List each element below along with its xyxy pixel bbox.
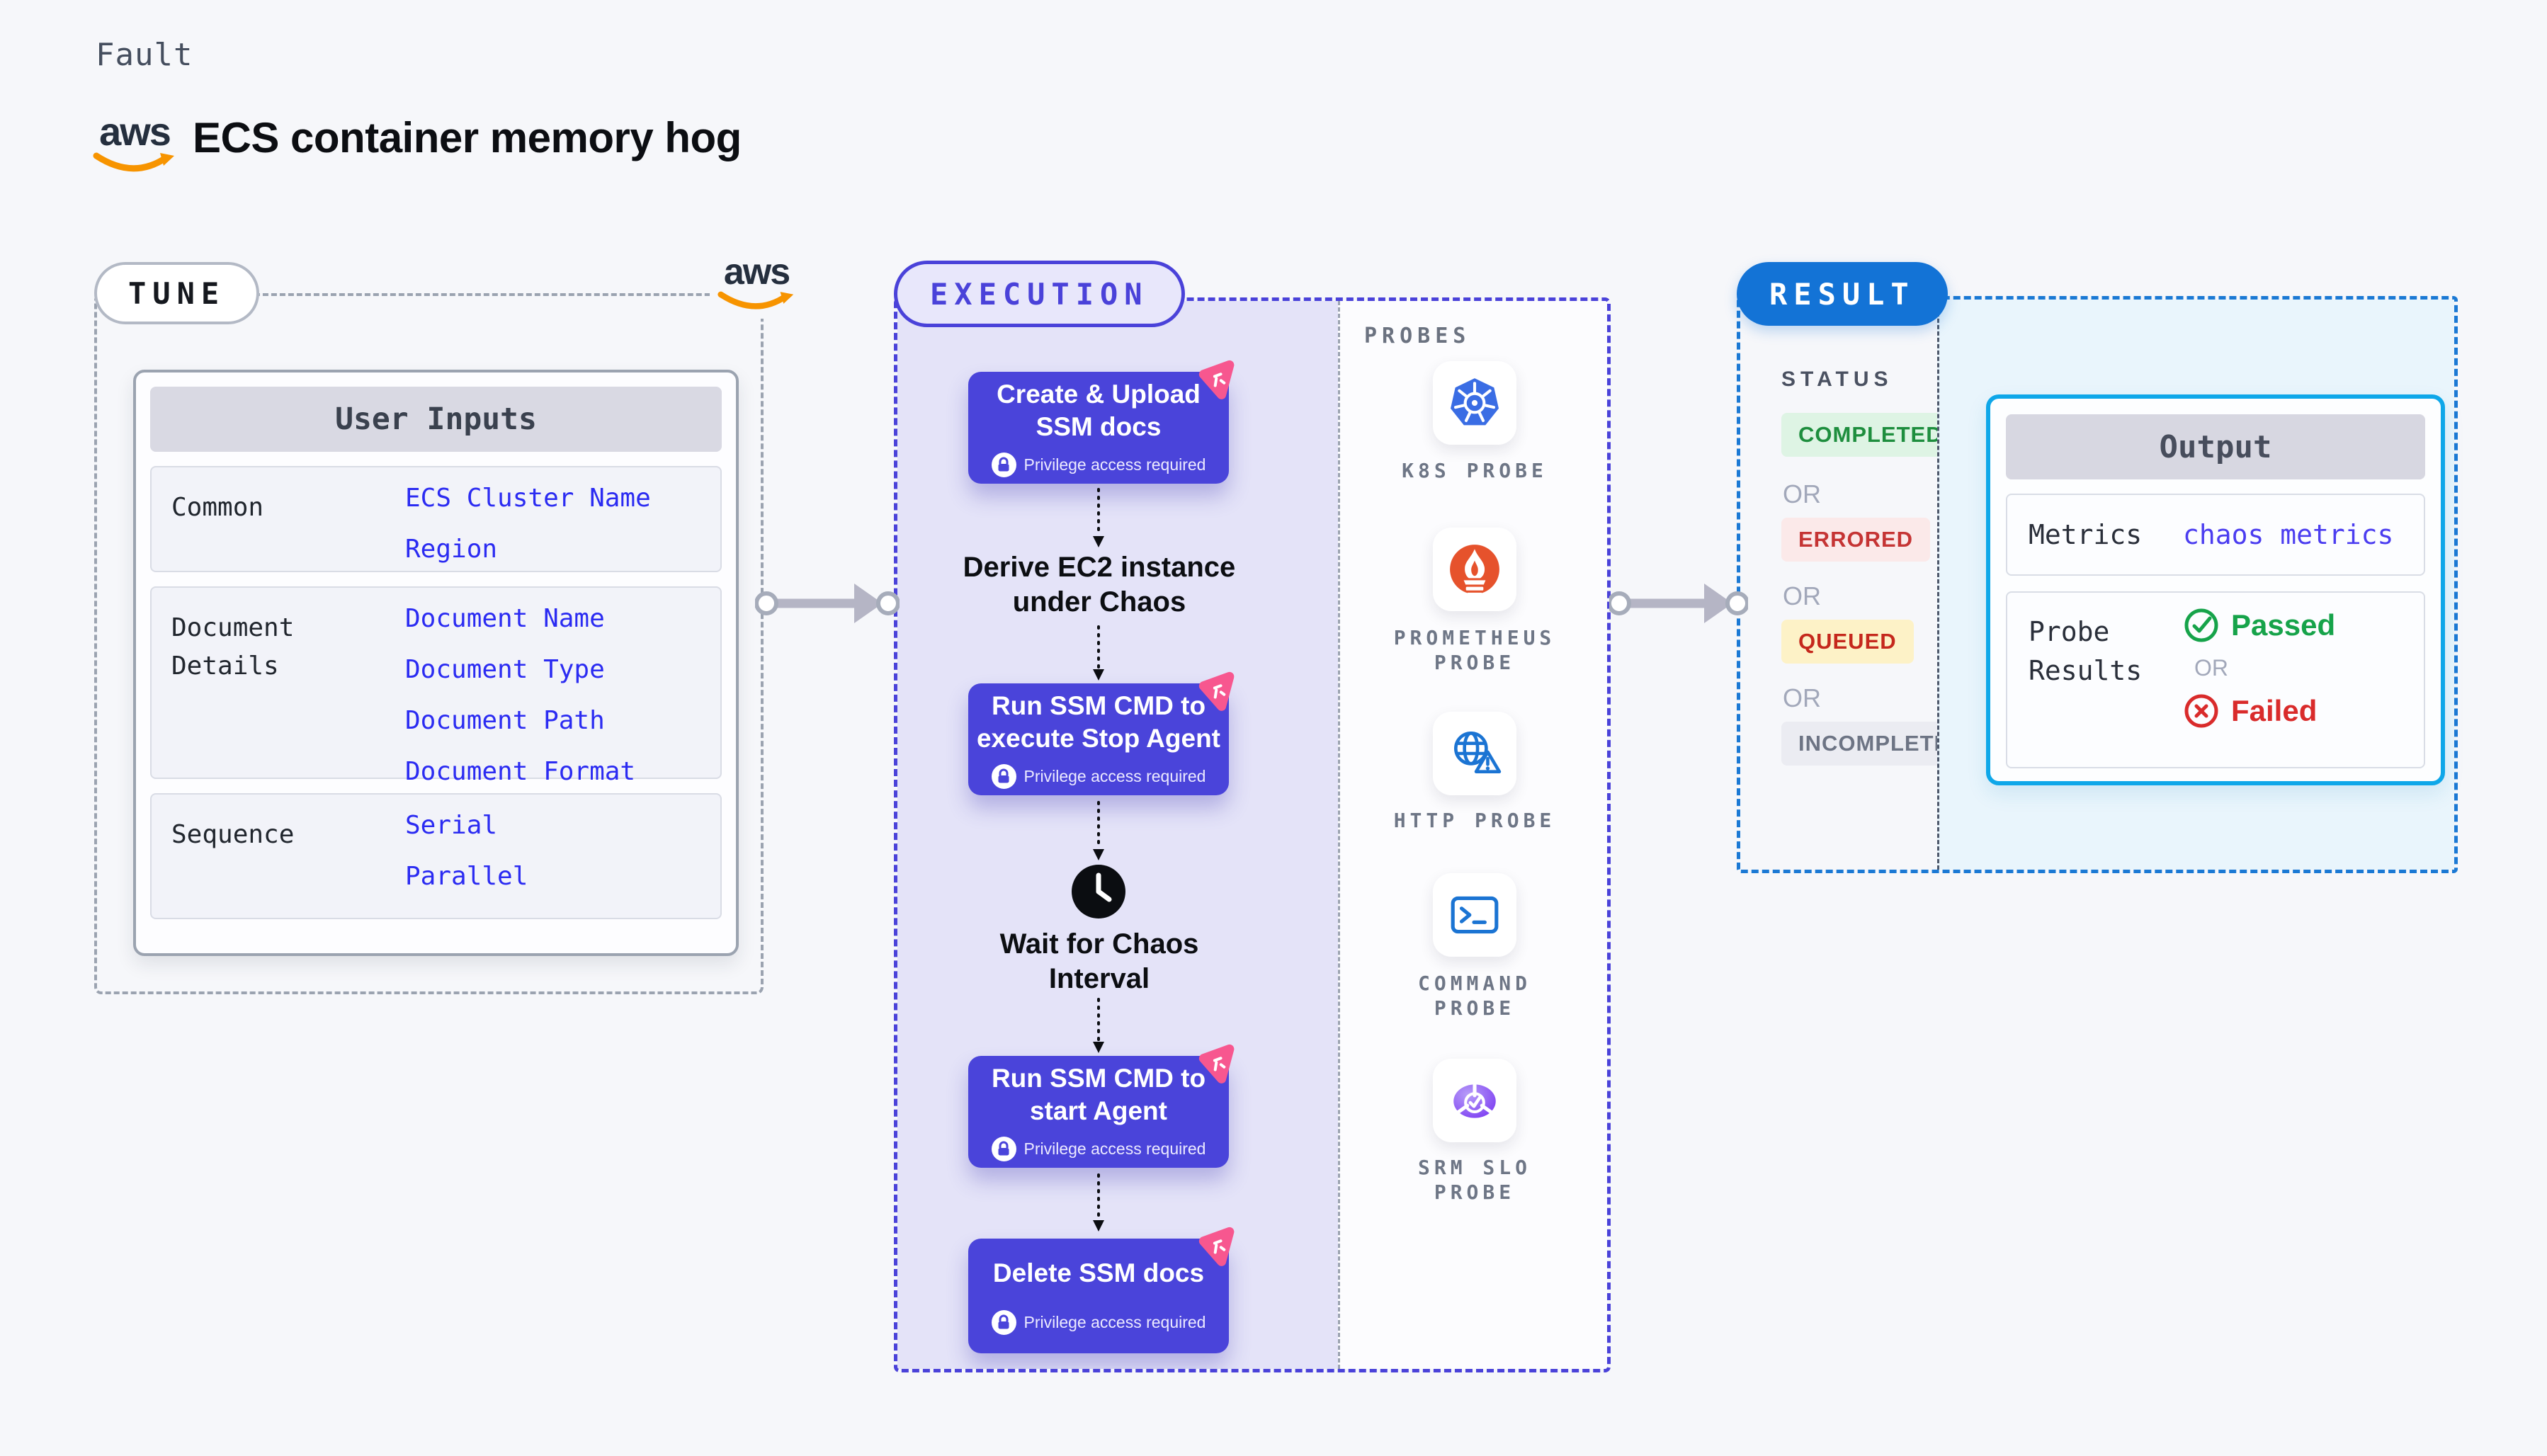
or-label: OR: [1783, 479, 1821, 508]
input-link: Document Path: [405, 706, 605, 735]
flow-arrow-icon: [1093, 488, 1104, 547]
output-card: Output Metrics chaos metrics Probe Resul…: [1986, 394, 2445, 785]
fault-kind-label: Fault: [96, 37, 193, 73]
lock-icon: [991, 1137, 1016, 1162]
or-label: OR: [1783, 581, 1821, 610]
flow-step-title: Delete SSM docs: [992, 1258, 1205, 1287]
user-inputs-header: User Inputs: [150, 387, 722, 452]
flow-step-run-ssm-stop-agent: Run SSM CMD to execute Stop Agent Privil…: [968, 671, 1235, 795]
flow-step-title: Create & Upload SSM docs: [997, 379, 1201, 441]
or-label: OR: [1783, 683, 1821, 712]
privilege-label: Privilege access required: [1023, 1313, 1206, 1332]
prometheus-icon: [1450, 545, 1499, 597]
flow-arrow-icon: [1093, 625, 1104, 681]
output-panel: Output Metrics chaos metrics Probe Resul…: [1937, 300, 2454, 870]
lock-icon: [991, 453, 1016, 478]
result-section: STATUS COMPLETED OR ERRORED OR QUEUED OR…: [1737, 296, 2458, 873]
probe-label: PROMETHEUS PROBE: [1393, 626, 1556, 674]
input-link: Serial: [405, 811, 498, 840]
tune-to-execution-connector-arrow-icon: [755, 584, 900, 623]
aws-smile-icon: [93, 152, 174, 172]
http-globe-icon: [1454, 731, 1502, 773]
litmus-chaos-icon: [1198, 1227, 1235, 1266]
lock-icon: [991, 764, 1016, 790]
privilege-label: Privilege access required: [1023, 1139, 1206, 1159]
page-title: ECS container memory hog: [193, 114, 742, 161]
output-header: Output: [2006, 414, 2425, 479]
x-circle-icon: [2184, 694, 2218, 728]
input-link: Document Name: [405, 604, 605, 633]
litmus-chaos-icon: [1198, 1044, 1235, 1084]
aws-wordmark: aws: [723, 251, 790, 292]
input-link: ECS Cluster Name: [405, 484, 651, 513]
input-link: Parallel: [405, 862, 528, 891]
input-link: Document Format: [405, 757, 636, 786]
privilege-label: Privilege access required: [1023, 767, 1206, 786]
probe-card-prometheus: [1433, 528, 1516, 611]
flow-step-title: Run SSM CMD to start Agent: [991, 1063, 1206, 1125]
clock-icon: [1072, 865, 1125, 918]
row-label: Document Details: [171, 613, 295, 681]
check-circle-icon: [2184, 608, 2218, 642]
aws-logo: aws: [710, 249, 803, 319]
status-header: STATUS: [1781, 368, 1893, 391]
flow-step-create-upload-ssm-docs: Create & Upload SSM docs Privilege acces…: [968, 360, 1235, 484]
kubernetes-icon: [1451, 378, 1499, 426]
status-badge-completed: COMPLETED: [1781, 413, 1960, 457]
input-link: Region: [405, 535, 498, 564]
probe-label: K8S PROBE: [1402, 459, 1548, 482]
tune-section: [94, 293, 764, 994]
status-badge-queued: QUEUED: [1781, 620, 1914, 664]
flow-step-derive-ec2: Derive EC2 instance under Chaos: [963, 552, 1236, 618]
metrics-label: Metrics: [2029, 519, 2143, 550]
probe-card-http: [1433, 712, 1516, 795]
srm-slo-icon: [1453, 1081, 1496, 1118]
aws-smile-icon: [717, 291, 794, 309]
metrics-value-link: chaos metrics: [2183, 519, 2394, 550]
or-label: OR: [2194, 655, 2228, 681]
probe-card-srm-slo: [1433, 1059, 1516, 1142]
litmus-chaos-icon: [1198, 360, 1235, 399]
user-input-row-common: Common ECS Cluster Name Region: [150, 466, 722, 572]
user-input-row-document-details: Document Details Document Name Document …: [150, 586, 722, 785]
result-pill: RESULT: [1737, 262, 1948, 326]
probe-card-k8s: [1433, 361, 1516, 445]
probe-label: SRM SLO PROBE: [1417, 1156, 1531, 1204]
wait-step: [1070, 863, 1127, 923]
probes-header: PROBES: [1364, 324, 1471, 348]
probe-results-label: Probe Results: [2029, 616, 2143, 687]
flow-step-title: Run SSM CMD to execute Stop Agent: [976, 690, 1221, 753]
execution-pill: EXECUTION: [894, 261, 1185, 327]
terminal-icon: [1451, 896, 1499, 934]
probe-results-row: Probe Results Passed OR: [2006, 591, 2425, 768]
aws-wordmark: aws: [99, 109, 171, 154]
lock-icon: [991, 1310, 1016, 1336]
tune-pill: TUNE: [94, 262, 260, 324]
row-label: Sequence: [171, 820, 295, 849]
litmus-chaos-icon: [1198, 671, 1235, 711]
user-inputs-card: User Inputs Common ECS Cluster Name Regi…: [133, 370, 739, 956]
aws-logo: aws: [92, 112, 177, 177]
flow-step-delete-ssm-docs: Delete SSM docs Privilege access require…: [968, 1227, 1235, 1353]
flow-step-wait-interval: Wait for Chaos Interval: [999, 928, 1199, 994]
privilege-label: Privilege access required: [1023, 455, 1206, 474]
flow-step-run-ssm-start-agent: Run SSM CMD to start Agent Privilege acc…: [968, 1044, 1235, 1168]
flow-arrow-icon: [1093, 1173, 1104, 1232]
user-input-row-sequence: Sequence Serial Parallel: [150, 793, 722, 919]
probe-card-command: [1433, 873, 1516, 957]
row-label: Common: [171, 493, 264, 522]
flow-arrow-icon: [1093, 801, 1104, 860]
execution-section: PROBES K8S PROBE: [894, 297, 1611, 1372]
status-badge-errored: ERRORED: [1781, 518, 1931, 562]
probe-label: HTTP PROBE: [1393, 809, 1556, 832]
passed-label: Passed: [2231, 608, 2336, 642]
metrics-row: Metrics chaos metrics: [2006, 494, 2425, 576]
probe-label: COMMAND PROBE: [1417, 972, 1531, 1020]
probes-column: PROBES K8S PROBE: [1338, 301, 1607, 1369]
failed-label: Failed: [2231, 694, 2318, 727]
flow-arrow-icon: [1093, 998, 1104, 1053]
input-link: Document Type: [405, 655, 605, 684]
execution-to-result-connector-arrow-icon: [1609, 584, 1748, 623]
